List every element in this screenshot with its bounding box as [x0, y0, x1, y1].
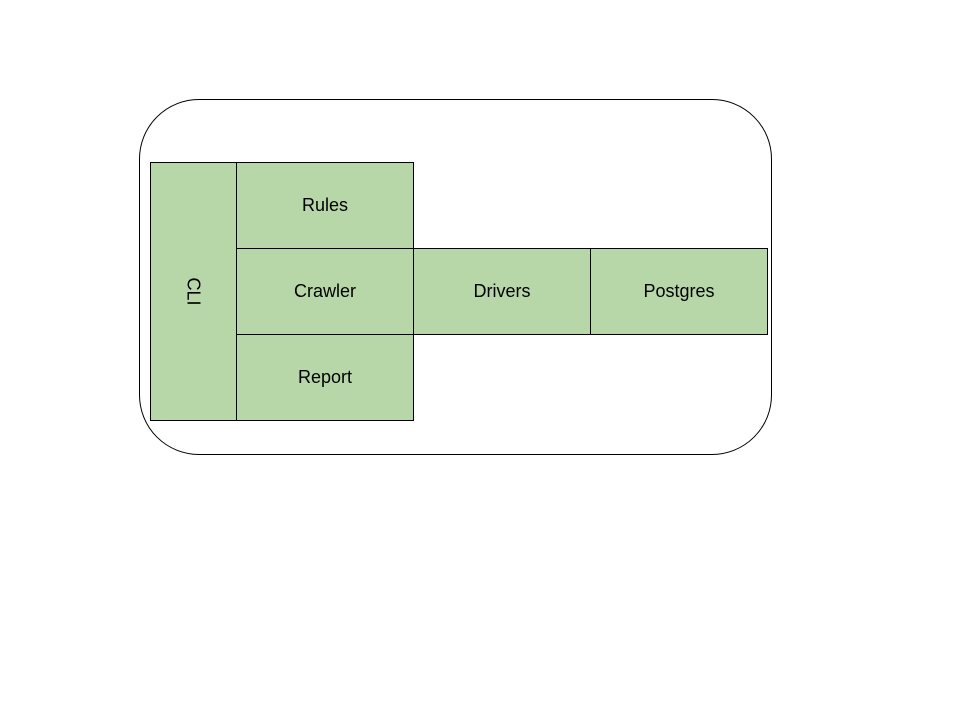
- crawler-label: Crawler: [293, 281, 356, 301]
- cli-label: CLI: [183, 277, 204, 306]
- crawler-block: Crawler: [236, 248, 414, 335]
- drivers-block: Drivers: [413, 248, 591, 335]
- rules-block: Rules: [236, 162, 414, 249]
- report-block: Report: [236, 334, 414, 421]
- drivers-label: Drivers: [473, 281, 531, 301]
- postgres-label: Postgres: [643, 281, 715, 301]
- report-label: Report: [297, 367, 353, 387]
- rules-label: Rules: [301, 195, 349, 215]
- postgres-block: Postgres: [590, 248, 768, 335]
- cli-block: CLI: [150, 162, 237, 421]
